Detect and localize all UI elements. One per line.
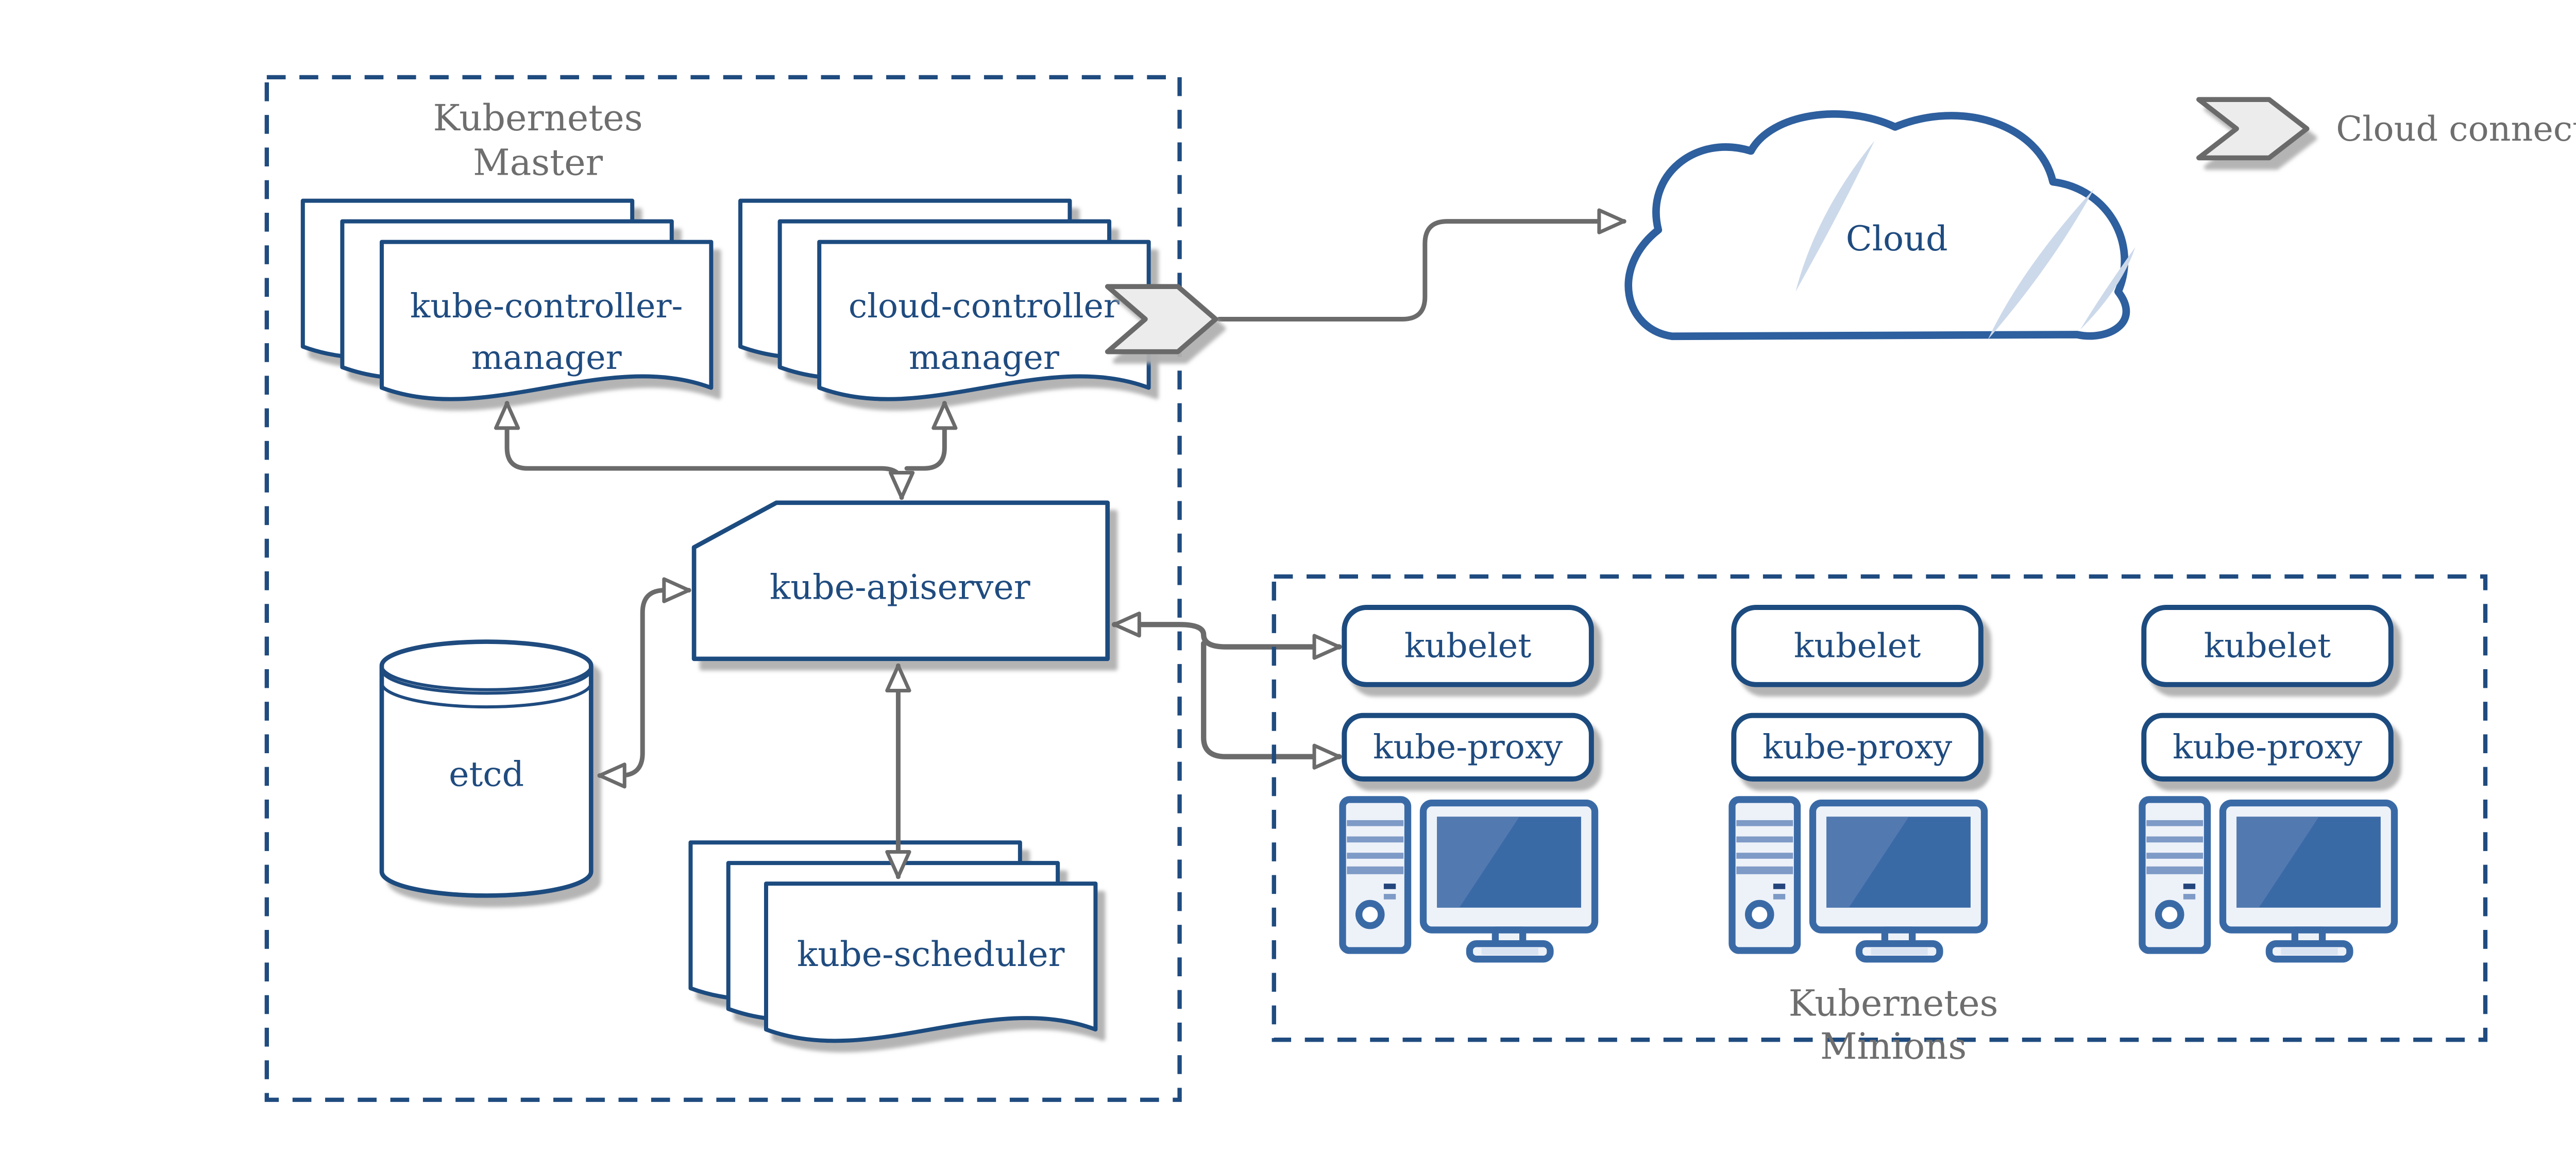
card-shape: [691, 500, 1110, 662]
etcd-database: etcd: [379, 639, 594, 898]
kubelet-label: kubelet: [1794, 627, 1921, 666]
connectors: [494, 208, 1626, 879]
kubelet-label: kubelet: [1404, 627, 1531, 666]
document-shape: [379, 240, 714, 401]
kube-proxy-box: [1731, 713, 1984, 782]
minion-node: kubelet kube-proxy: [2141, 604, 2395, 959]
cloud-controller-manager-label-line2: manager: [909, 338, 1060, 377]
arrow-apiserver-etcd: [597, 577, 691, 789]
master-dashed-border: [264, 75, 1182, 1102]
cloud-label: Cloud: [1846, 218, 1948, 259]
cloud-connector-legend-label: Cloud connector: [2336, 109, 2576, 149]
kube-controller-manager-stack: kube-controller- manager: [300, 198, 714, 401]
kubernetes-minions-group: kubelet kube-proxy kubelet kube-proxy ku…: [1272, 574, 2488, 1067]
master-title-line2: Master: [473, 142, 603, 184]
cloud-highlight: [2080, 247, 2136, 330]
workstation-icon: [1343, 800, 1595, 959]
minions-dashed-border: [1272, 574, 2488, 1042]
cloud-group: Cloud: [1624, 110, 2136, 341]
cloud-highlight: [1988, 189, 2094, 340]
arrow-apiserver-kubelet: [1111, 612, 1342, 660]
cloud-controller-manager-stack: cloud-controller manager: [738, 198, 1151, 401]
workstation-icon: [2142, 800, 2395, 959]
kube-controller-manager-label-line1: kube-controller-: [410, 287, 683, 326]
minion-node: kubelet kube-proxy: [1731, 604, 1985, 959]
workstation-icon: [1732, 800, 1985, 959]
minions-title-line2: Minions: [1820, 1026, 1967, 1067]
cloud-highlight: [1795, 141, 1875, 292]
kube-proxy-label: kube-proxy: [1373, 728, 1563, 767]
arrow-controllers-to-apiserver: [494, 401, 915, 500]
legend: Cloud connector: [2196, 97, 2576, 161]
cloud-connector-icon: [1105, 284, 1218, 354]
cloud-shape: [1624, 110, 2130, 341]
kube-apiserver-box: kube-apiserver: [691, 500, 1110, 662]
minion-node: kubelet kube-proxy: [1342, 604, 1595, 959]
kubelet-box: [1731, 604, 1984, 687]
kube-proxy-box: [2141, 713, 2394, 782]
kubelet-box: [1342, 604, 1594, 687]
cylinder-ring: [380, 669, 593, 695]
kube-scheduler-label: kube-scheduler: [797, 934, 1065, 974]
arrow-cloud-controller-branch: [904, 401, 958, 471]
cylinder-ring: [380, 683, 593, 709]
document-shape: [817, 240, 1151, 401]
kube-scheduler-stack: kube-scheduler: [688, 840, 1098, 1043]
minions-title-line1: Kubernetes: [1788, 983, 1998, 1025]
cylinder-top: [380, 640, 593, 691]
kube-proxy-label: kube-proxy: [2173, 728, 2362, 767]
kube-proxy-label: kube-proxy: [1762, 728, 1952, 767]
etcd-label: etcd: [449, 754, 524, 794]
kube-proxy-box: [1342, 713, 1594, 782]
arrow-apiserver-kube-proxy: [1201, 640, 1342, 770]
kube-controller-manager-label-line2: manager: [471, 338, 622, 377]
cloud-controller-manager-label-line1: cloud-controller: [849, 287, 1120, 326]
arrow-cloud-connector-to-cloud: [1216, 208, 1626, 321]
kubelet-label: kubelet: [2204, 627, 2331, 666]
master-title-line1: Kubernetes: [433, 97, 643, 139]
kubernetes-master-group: Kubernetes Master kube-controller- manag…: [264, 75, 1182, 1102]
cloud-connector-legend-icon: [2196, 97, 2310, 161]
kubelet-box: [2141, 604, 2394, 687]
kube-apiserver-label: kube-apiserver: [770, 567, 1030, 607]
document-shape: [764, 881, 1098, 1043]
